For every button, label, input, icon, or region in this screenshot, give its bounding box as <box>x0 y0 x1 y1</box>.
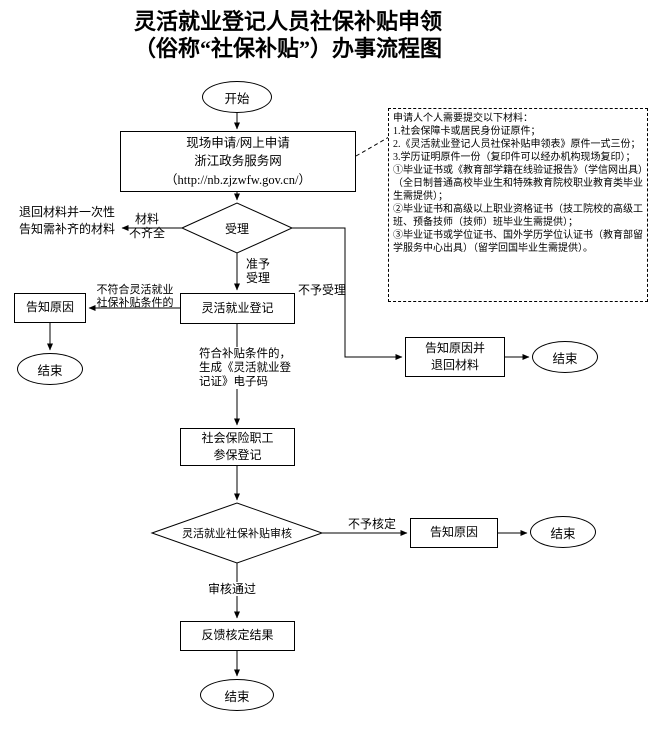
end-node-left: 结束 <box>17 353 83 385</box>
start-node: 开始 <box>202 81 272 113</box>
insurance-register-node: 社会保险职工 参保登记 <box>180 428 295 466</box>
edge-apply-notes-dashed <box>355 136 390 157</box>
note-line: ①毕业证书或《教育部学籍在线验证报告》（学信网出具）（全日制普通高校毕业生和特殊… <box>393 165 643 202</box>
notify-reason-right-node: 告知原因 <box>410 518 498 548</box>
label-eligible: 符合补贴条件的， 生成《灵活就业登 记证》电子码 <box>199 347 295 389</box>
label-accept-granted: 准予 受理 <box>245 257 270 285</box>
label-materials-incomplete: 材料 不齐全 <box>128 212 165 240</box>
register-node: 灵活就业登记 <box>180 293 295 324</box>
accept-decision-label: 受理 <box>224 221 249 236</box>
note-line: ③毕业证书或学位证书、国外学历学位认证书（教育部留学服务中心出具）（留学回国毕业… <box>393 230 643 254</box>
accept-decision-diamond <box>180 202 294 254</box>
page-title-line2: （俗称“社保补贴”）办事流程图 <box>133 36 442 61</box>
end-node-right-top: 结束 <box>532 341 598 373</box>
materials-note-box: 申请人个人需要提交以下材料： 1.社会保障卡或居民身份证原件； 2.《灵活就业登… <box>388 108 648 302</box>
edge-accept-reject <box>292 227 403 360</box>
note-line: 申请人个人需要提交以下材料： <box>393 113 533 124</box>
notify-reason-left-node: 告知原因 <box>14 293 86 323</box>
page-title-line1: 灵活就业登记人员社保补贴申领 <box>133 9 442 34</box>
end-node-right-bottom: 结束 <box>530 516 596 548</box>
label-not-approved: 不予核定 <box>347 517 396 531</box>
notify-return-node: 告知原因并 退回材料 <box>405 337 505 377</box>
audit-decision-diamond <box>150 502 324 564</box>
return-materials-node: 退回材料并一次性 告知需补齐的材料 <box>18 205 115 237</box>
label-rejected: 不予受理 <box>297 283 346 297</box>
page-title: 灵活就业登记人员社保补贴申领 （俗称“社保补贴”）办事流程图 <box>0 8 576 62</box>
note-line: 1.社会保障卡或居民身份证原件； <box>393 126 541 137</box>
label-not-eligible: 不符合灵活就业 社保补贴条件的 <box>96 284 174 309</box>
end-node-bottom: 结束 <box>200 679 274 711</box>
audit-decision-label: 灵活就业社保补贴审核 <box>182 528 292 540</box>
feedback-node: 反馈核定结果 <box>180 621 295 651</box>
note-line: 2.《灵活就业登记人员社保补贴申领表》原件一式三份； <box>393 139 641 150</box>
apply-node: 现场申请/网上申请 浙江政务服务网 （http://nb.zjzwfw.gov.… <box>120 131 356 192</box>
note-line: ②毕业证书和高级以上职业资格证书（技工院校的高级工班、预备技师（技师）班毕业生需… <box>393 204 643 228</box>
label-approved: 审核通过 <box>207 582 257 596</box>
note-line: 3.学历证明原件一份（复印件可以经办机构现场复印）； <box>393 152 636 163</box>
